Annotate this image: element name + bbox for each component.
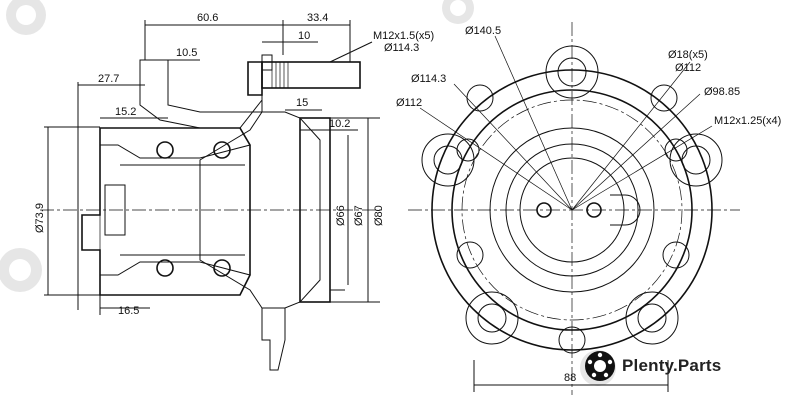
outer-contour	[431, 69, 713, 351]
dim-15-2: 15.2	[115, 106, 136, 118]
brand-watermark: Plenty.Parts	[584, 350, 721, 382]
hub-lower-flange	[261, 307, 286, 371]
dim-60-6: 60.6	[197, 12, 218, 24]
pcd-circle	[461, 99, 683, 321]
outer-ring-hatch-bottom	[99, 261, 251, 296]
dim-holes-18: Ø18(x5)	[668, 49, 708, 61]
watermark-logos	[0, 0, 616, 386]
dim-10: 10	[298, 30, 310, 42]
dim-33-4: 33.4	[307, 12, 328, 24]
dim-dia-98-85: Ø98.85	[704, 86, 740, 98]
dim-15: 15	[296, 97, 308, 109]
dim-10-2: 10.2	[329, 118, 350, 130]
dim-stud-pcd: Ø114.3	[384, 42, 419, 54]
dim-27-7: 27.7	[98, 73, 119, 85]
side-section-view: 60.6 33.4 10.5 10 M12x1.5(x5) Ø114.3 27.…	[34, 12, 434, 371]
dim-dia-112-right: Ø112	[675, 62, 701, 74]
dim-dia-80: Ø80	[373, 205, 385, 226]
ball-upper-outer	[213, 141, 231, 159]
outer-ring-hatch-top	[99, 127, 251, 159]
hub-body	[139, 54, 273, 129]
small-holes	[456, 84, 690, 354]
side-dimensions: 60.6 33.4 10.5 10 M12x1.5(x5) Ø114.3 27.…	[34, 12, 434, 317]
ball-lower-inner	[156, 259, 174, 277]
dim-88: 88	[564, 372, 576, 384]
dim-dia-114-3: Ø114.3	[411, 73, 446, 85]
leader-lines	[419, 35, 713, 211]
inner-circle-1	[505, 143, 639, 277]
dim-dia-112-left: Ø112	[396, 97, 422, 109]
pilot-circle	[489, 127, 655, 293]
plenty-parts-logo-icon	[585, 351, 615, 381]
dim-stud-thread: M12x1.5(x5)	[373, 30, 434, 42]
dim-dia-66: Ø66	[335, 205, 347, 226]
dim-dia-73-9: Ø73.9	[34, 203, 46, 233]
dim-dia-140-5: Ø140.5	[465, 25, 501, 37]
dim-thread-m12: M12x1.25(x4)	[714, 115, 781, 127]
bearing-outer-ring	[81, 127, 251, 296]
inner-circle-2	[519, 157, 625, 263]
front-view: Ø140.5 Ø114.3 Ø112 Ø18(x5) Ø112 Ø98.85 M…	[396, 22, 781, 395]
brand-name: Plenty.Parts	[622, 356, 722, 375]
flange-circle	[451, 89, 693, 331]
dim-10-5: 10.5	[176, 47, 197, 59]
stud-bosses	[421, 45, 723, 345]
dim-16-5: 16.5	[118, 305, 139, 317]
center-hole-right	[586, 202, 602, 218]
wheel-stud	[247, 61, 263, 96]
dim-dia-67: Ø67	[353, 205, 365, 226]
center-hole-left	[536, 202, 552, 218]
ball-upper-inner	[156, 141, 174, 159]
stud-thread	[261, 61, 361, 89]
ball-lower-outer	[213, 259, 231, 277]
